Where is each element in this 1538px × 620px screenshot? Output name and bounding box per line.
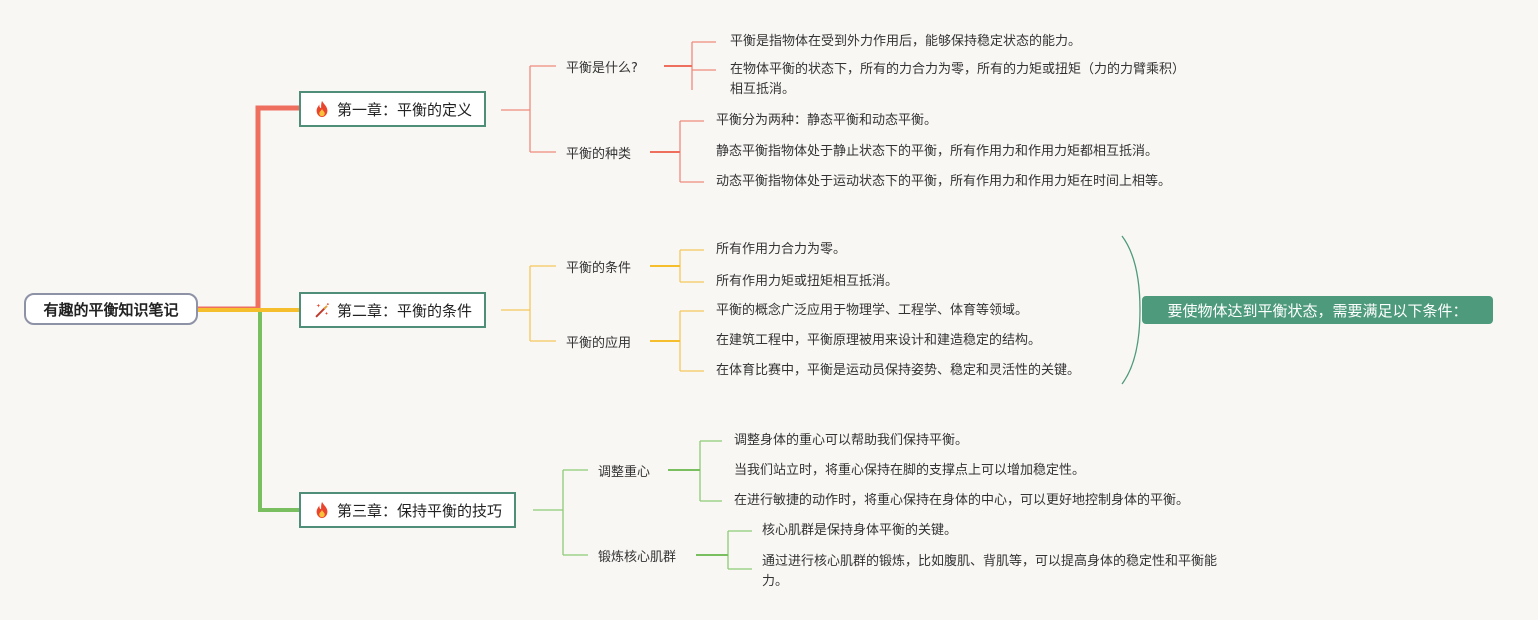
topic-balance-conditions[interactable]: 平衡的条件	[566, 261, 632, 276]
connector-ch3-t2	[696, 530, 752, 570]
topic-what-is-balance[interactable]: 平衡是什么?	[566, 61, 638, 76]
leaf-item[interactable]: 所有作用力合力为零。	[716, 242, 847, 257]
leaf-item[interactable]: 动态平衡指物体处于运动状态下的平衡，所有作用力和作用力矩在时间上相等。	[716, 174, 1172, 189]
leaf-item[interactable]: 核心肌群是保持身体平衡的关键。	[762, 523, 958, 538]
leaf-item[interactable]: 在体育比赛中，平衡是运动员保持姿势、稳定和灵活性的关键。	[716, 363, 1081, 378]
chapter-1-label: 第一章：平衡的定义	[337, 100, 473, 119]
leaf-item[interactable]: 在进行敏捷的动作时，将重心保持在身体的中心，可以更好地控制身体的平衡。	[734, 493, 1190, 508]
leaf-item[interactable]: 在建筑工程中，平衡原理被用来设计和建造稳定的结构。	[716, 333, 1042, 348]
topic-balance-applications[interactable]: 平衡的应用	[566, 336, 632, 351]
leaf-item[interactable]: 平衡分为两种：静态平衡和动态平衡。	[716, 113, 938, 128]
chapter-2-label: 第二章：平衡的条件	[337, 301, 473, 320]
connector-root-ch3	[198, 308, 299, 512]
fire-icon	[316, 501, 328, 519]
fire-icon	[316, 100, 328, 118]
magic-wand-icon	[315, 303, 329, 318]
summary-node[interactable]: 要使物体达到平衡状态，需要满足以下条件：	[1142, 296, 1493, 324]
connector-ch1-topics	[501, 65, 556, 153]
chapter-3-node[interactable]: 第三章：保持平衡的技巧	[299, 492, 517, 528]
topic-core-muscle-training[interactable]: 锻炼核心肌群	[598, 550, 677, 565]
summary-label: 要使物体达到平衡状态，需要满足以下条件：	[1167, 301, 1468, 320]
leaf-item[interactable]: 调整身体的重心可以帮助我们保持平衡。	[734, 433, 969, 448]
chapter-2-node[interactable]: 第二章：平衡的条件	[299, 292, 487, 328]
leaf-item[interactable]: 平衡的概念广泛应用于物理学、工程学、体育等领域。	[716, 303, 1029, 318]
leaf-item[interactable]: 通过进行核心肌群的锻炼，比如腹肌、背肌等，可以提高身体的稳定性和平衡能	[762, 554, 1218, 569]
topic-adjust-center-of-gravity[interactable]: 调整重心	[598, 465, 651, 480]
leaf-item[interactable]: 力。	[762, 574, 789, 589]
leaf-item[interactable]: 相互抵消。	[730, 82, 796, 97]
root-node[interactable]: 有趣的平衡知识笔记	[24, 293, 198, 325]
connector-ch3-topics	[533, 469, 588, 556]
leaf-item[interactable]: 静态平衡指物体处于静止状态下的平衡，所有作用力和作用力矩都相互抵消。	[716, 144, 1159, 159]
connector-root-ch1	[198, 105, 299, 312]
summary-brace	[1121, 235, 1141, 385]
root-label: 有趣的平衡知识笔记	[43, 300, 179, 319]
chapter-1-node[interactable]: 第一章：平衡的定义	[299, 91, 487, 127]
chapter-3-label: 第三章：保持平衡的技巧	[337, 501, 503, 520]
leaf-item[interactable]: 平衡是指物体在受到外力作用后，能够保持稳定状态的能力。	[730, 34, 1082, 49]
leaf-item[interactable]: 在物体平衡的状态下，所有的力合力为零，所有的力矩或扭矩（力的力臂乘积）	[730, 62, 1186, 77]
leaf-item[interactable]: 所有作用力矩或扭矩相互抵消。	[716, 274, 899, 289]
topic-balance-types[interactable]: 平衡的种类	[566, 147, 632, 162]
connector-ch2-topics	[501, 265, 556, 342]
leaf-item[interactable]: 当我们站立时，将重心保持在脚的支撑点上可以增加稳定性。	[734, 463, 1086, 478]
